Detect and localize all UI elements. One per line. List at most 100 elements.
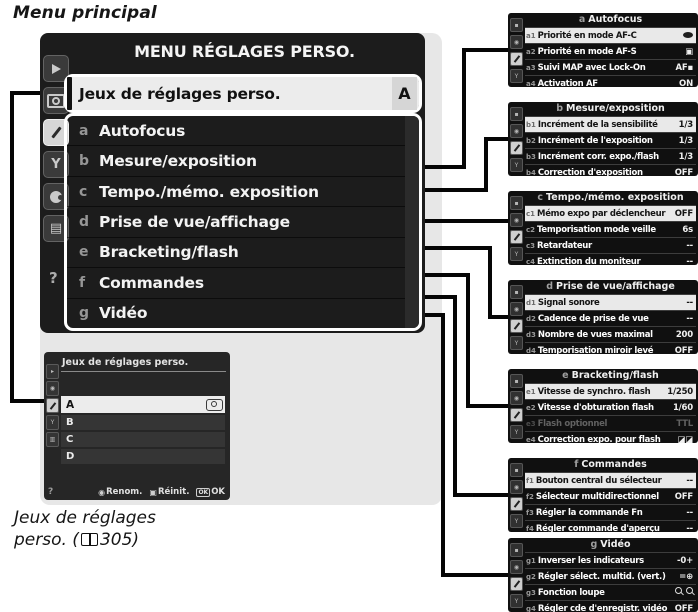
selected-item-callout: Jeux de réglages perso. A	[64, 74, 422, 113]
connector-f	[453, 295, 457, 497]
palette-glyph-icon	[50, 190, 63, 203]
camera-icon: ◉	[46, 381, 59, 396]
setting-label: Bouton central du sélecteur	[535, 475, 662, 486]
setting-prefix: f1	[526, 476, 534, 485]
setting-prefix: a3	[526, 63, 536, 72]
camera-icon[interactable]	[43, 87, 69, 114]
setting-value: 1/3	[678, 119, 694, 130]
bank-row-d[interactable]: D	[61, 449, 225, 464]
panel-section-letter: f	[574, 459, 579, 470]
pencil-glyph-icon	[49, 401, 56, 410]
menu-item-jeux-de-reglages[interactable]: Jeux de réglages perso. A	[67, 77, 419, 110]
wrench-glyph-icon: Y	[51, 157, 61, 172]
pencil-icon	[46, 398, 59, 413]
section-label: Bracketing/flash	[99, 243, 239, 262]
setting-prefix: a4	[526, 79, 536, 88]
setting-value: ▣	[685, 46, 693, 57]
section-letter: g	[79, 305, 90, 322]
setting-label: Temporisation miroir levé	[537, 345, 654, 356]
hint-label: Renom.	[106, 487, 143, 497]
playback-icon: ▪	[510, 285, 523, 299]
pencil-glyph-icon	[513, 55, 520, 63]
camera-icon: ◉	[510, 480, 523, 494]
playback-icon: ▪	[510, 18, 523, 32]
panel-section-title: Bracketing/flash	[571, 370, 659, 381]
bank-row-c[interactable]: C	[61, 432, 225, 447]
play-triangle-icon	[51, 63, 61, 74]
connector-left-h1	[10, 91, 44, 95]
setting-prefix: e1	[526, 387, 536, 396]
panel-sidebar: ▪◉Y	[510, 282, 523, 353]
bank-value-badge: A	[392, 77, 417, 110]
wrench-icon: Y	[510, 336, 523, 350]
magnifier-icon	[686, 587, 693, 594]
setting-label: Inverser les indicateurs	[537, 555, 644, 566]
connector-d	[488, 246, 492, 319]
pencil-icon	[510, 141, 523, 155]
wrench-icon: Y	[510, 247, 523, 261]
playback-icon: ▪	[510, 463, 523, 477]
setting-label: Incrément de la sensibilité	[537, 119, 658, 130]
caption-close: )	[132, 530, 140, 551]
setting-prefix: f2	[526, 492, 534, 501]
bank-row-b[interactable]: B	[61, 415, 225, 430]
delete-button-icon: ▣	[149, 487, 157, 497]
setting-label: Temporisation mode veille	[537, 224, 656, 235]
section-label: Prise de vue/affichage	[99, 212, 290, 231]
setting-label: Activation AF	[537, 78, 598, 89]
section-label: Commandes	[99, 273, 204, 292]
camera-glyph-icon	[47, 93, 65, 108]
pencil-icon	[510, 230, 523, 244]
wrench-icon: Y	[46, 415, 59, 430]
connector-left-v	[10, 91, 14, 403]
setting-label: Flash optionnel	[537, 418, 608, 429]
bank-row-a[interactable]: A	[61, 396, 225, 413]
setting-prefix: e3	[526, 419, 536, 428]
caption-line1: Jeux de réglages	[14, 508, 156, 528]
pencil-glyph-icon	[513, 500, 520, 508]
setting-label: Mémo expo par déclencheur	[537, 208, 666, 219]
